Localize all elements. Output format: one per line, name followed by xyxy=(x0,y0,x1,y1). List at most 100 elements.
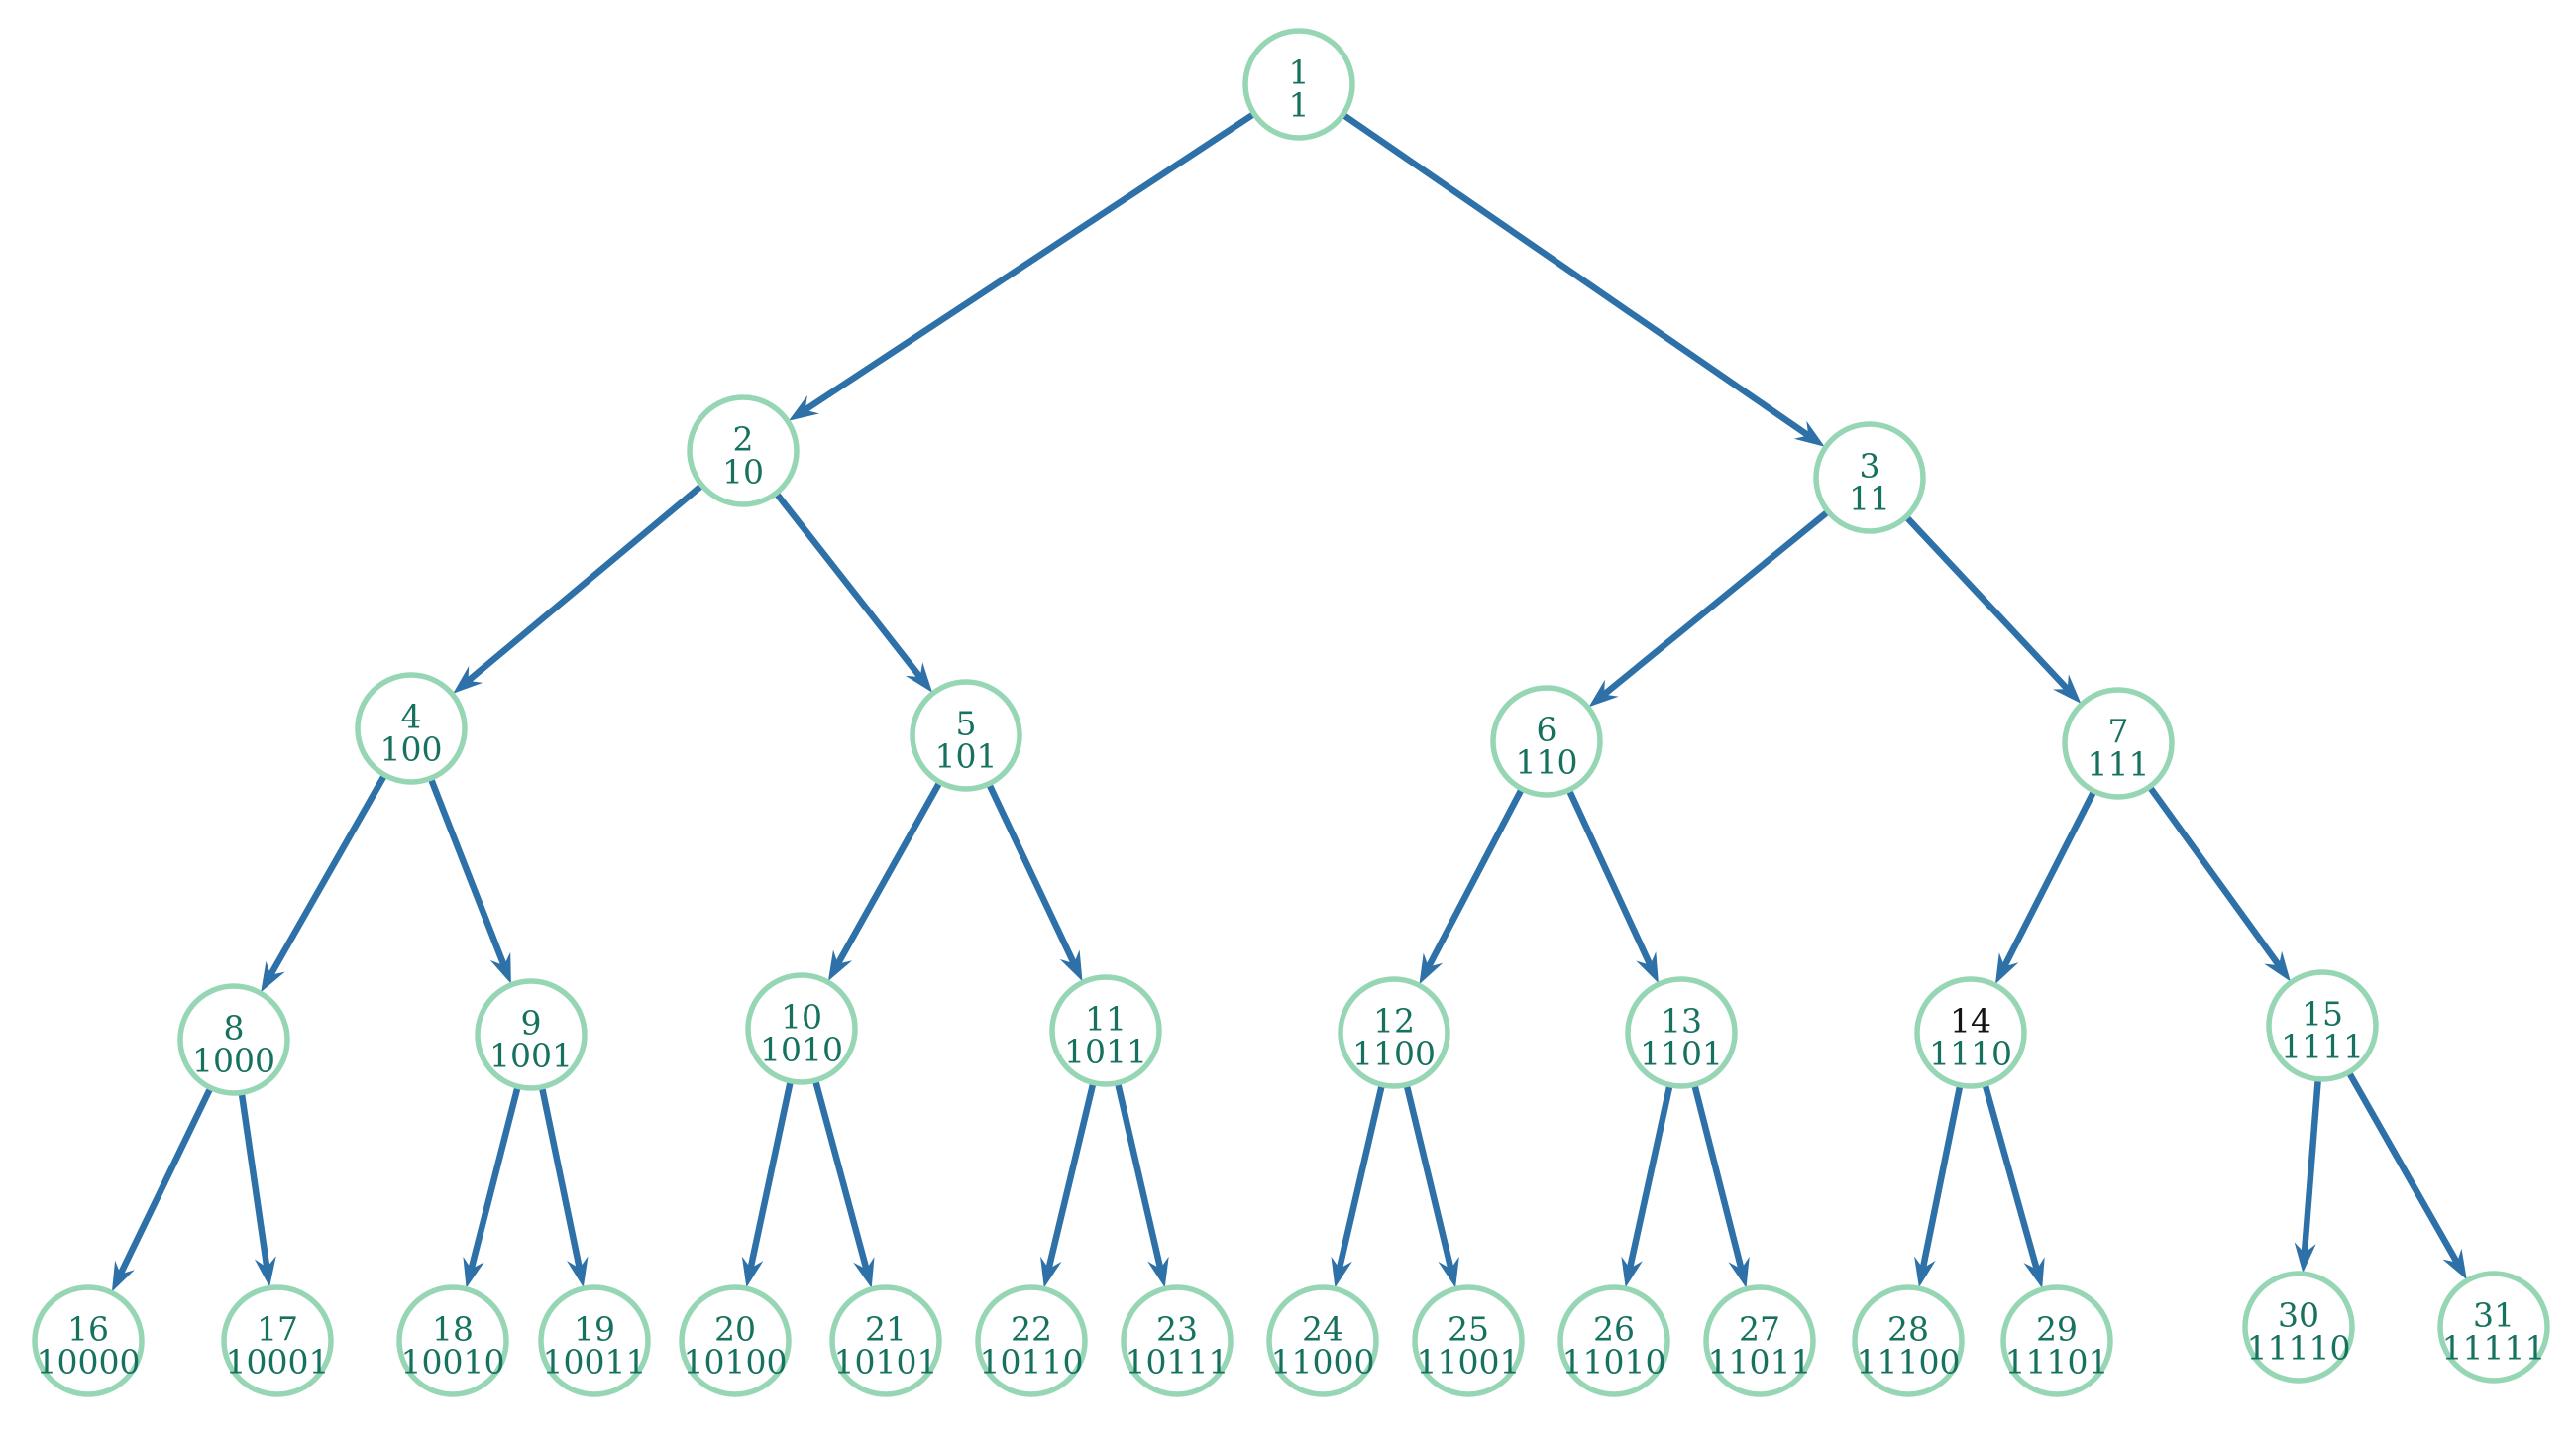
node-binary-label: 10100 xyxy=(684,1343,788,1382)
node-binary-label: 10110 xyxy=(980,1343,1084,1382)
arrowhead-icon xyxy=(1914,1256,1936,1288)
node-binary-label: 101 xyxy=(935,737,998,776)
node-decimal-label: 31 xyxy=(2473,1296,2515,1335)
node-circle xyxy=(1242,28,1355,141)
node-binary-label: 10011 xyxy=(543,1343,647,1382)
arrowhead-icon xyxy=(1995,952,2019,984)
arrowhead-icon xyxy=(1147,1256,1169,1288)
arrowhead-icon xyxy=(489,951,511,984)
node-binary-label: 10001 xyxy=(226,1343,330,1382)
node-decimal-label: 21 xyxy=(865,1310,907,1349)
tree-edge xyxy=(803,111,1255,413)
node-decimal-label: 26 xyxy=(1593,1310,1635,1349)
node-binary-label: 11111 xyxy=(2442,1329,2546,1368)
node-binary-label: 10 xyxy=(722,453,764,492)
tree-edge xyxy=(466,483,703,684)
node-decimal-label: 10 xyxy=(781,998,822,1037)
tree-edge xyxy=(1566,789,1654,967)
node-binary-label: 111 xyxy=(2088,745,2150,784)
node-decimal-label: 17 xyxy=(257,1310,298,1349)
tree-edge xyxy=(1691,1084,1745,1271)
arrowhead-icon xyxy=(1419,952,1444,985)
tree-edge xyxy=(2346,1071,2460,1265)
node-circle xyxy=(221,1284,334,1397)
node-binary-label: 1011 xyxy=(1064,1033,1147,1071)
node-decimal-label: 18 xyxy=(432,1310,474,1349)
node-binary-label: 1 xyxy=(1289,86,1310,125)
arrowhead-icon xyxy=(905,662,933,693)
node-circle xyxy=(538,1284,651,1397)
arrowhead-icon xyxy=(1588,679,1619,708)
node-circle xyxy=(1813,421,1926,534)
node-decimal-label: 15 xyxy=(2302,995,2343,1034)
node-binary-label: 1110 xyxy=(1929,1035,2012,1073)
tree-node-1: 11 xyxy=(1242,28,1355,141)
node-binary-label: 1001 xyxy=(489,1037,573,1075)
tree-edge xyxy=(774,492,923,680)
arrowhead-icon xyxy=(1331,1256,1352,1288)
tree-edge xyxy=(1425,788,1525,969)
tree-edge xyxy=(986,783,1077,965)
node-decimal-label: 3 xyxy=(1860,447,1880,486)
node-binary-label: 1000 xyxy=(192,1042,275,1080)
tree-edge xyxy=(812,1080,870,1271)
node-circle xyxy=(829,1284,942,1397)
node-binary-label: 11100 xyxy=(1857,1343,1961,1382)
tree-edge xyxy=(1602,509,1830,698)
arrowhead-icon xyxy=(453,666,483,694)
node-binary-label: 110 xyxy=(1516,743,1578,782)
tree-edge xyxy=(1336,1084,1385,1270)
tree-edge xyxy=(1626,1085,1673,1270)
node-decimal-label: 1 xyxy=(1289,54,1310,92)
tree-edge xyxy=(1982,1084,2040,1271)
node-circle xyxy=(1703,1284,1816,1397)
tree-edge xyxy=(468,1086,521,1271)
node-circle xyxy=(32,1284,145,1397)
tree-edge xyxy=(1904,514,2071,692)
node-circle xyxy=(475,978,588,1091)
arrowhead-icon xyxy=(254,1256,276,1287)
node-circle xyxy=(1625,976,1738,1089)
node-decimal-label: 2 xyxy=(733,420,754,459)
arrowhead-icon xyxy=(741,1256,764,1288)
node-circle xyxy=(1914,976,2027,1089)
node-binary-label: 100 xyxy=(380,730,443,769)
tree-node-3: 311 xyxy=(1813,421,1926,534)
node-binary-label: 1100 xyxy=(1352,1035,1436,1073)
node-decimal-label: 4 xyxy=(401,698,422,736)
node-decimal-label: 29 xyxy=(2036,1310,2078,1349)
node-circle xyxy=(1266,1284,1379,1397)
node-circle xyxy=(177,983,290,1096)
arrowhead-icon xyxy=(1793,420,1825,447)
node-binary-label: 11101 xyxy=(2005,1343,2109,1382)
tree-edge xyxy=(1403,1084,1454,1270)
arrowhead-icon xyxy=(1636,951,1659,984)
arrowhead-icon xyxy=(261,960,285,993)
node-decimal-label: 20 xyxy=(714,1310,756,1349)
node-decimal-label: 8 xyxy=(224,1009,245,1048)
node-circle xyxy=(910,679,1022,792)
node-decimal-label: 19 xyxy=(574,1310,615,1349)
node-binary-label: 11110 xyxy=(2247,1329,2351,1368)
arrowhead-icon xyxy=(463,1256,484,1288)
tree-edge xyxy=(1115,1082,1164,1270)
node-decimal-label: 5 xyxy=(956,705,977,743)
edges-layer xyxy=(111,111,2467,1292)
node-decimal-label: 11 xyxy=(1085,1000,1127,1039)
